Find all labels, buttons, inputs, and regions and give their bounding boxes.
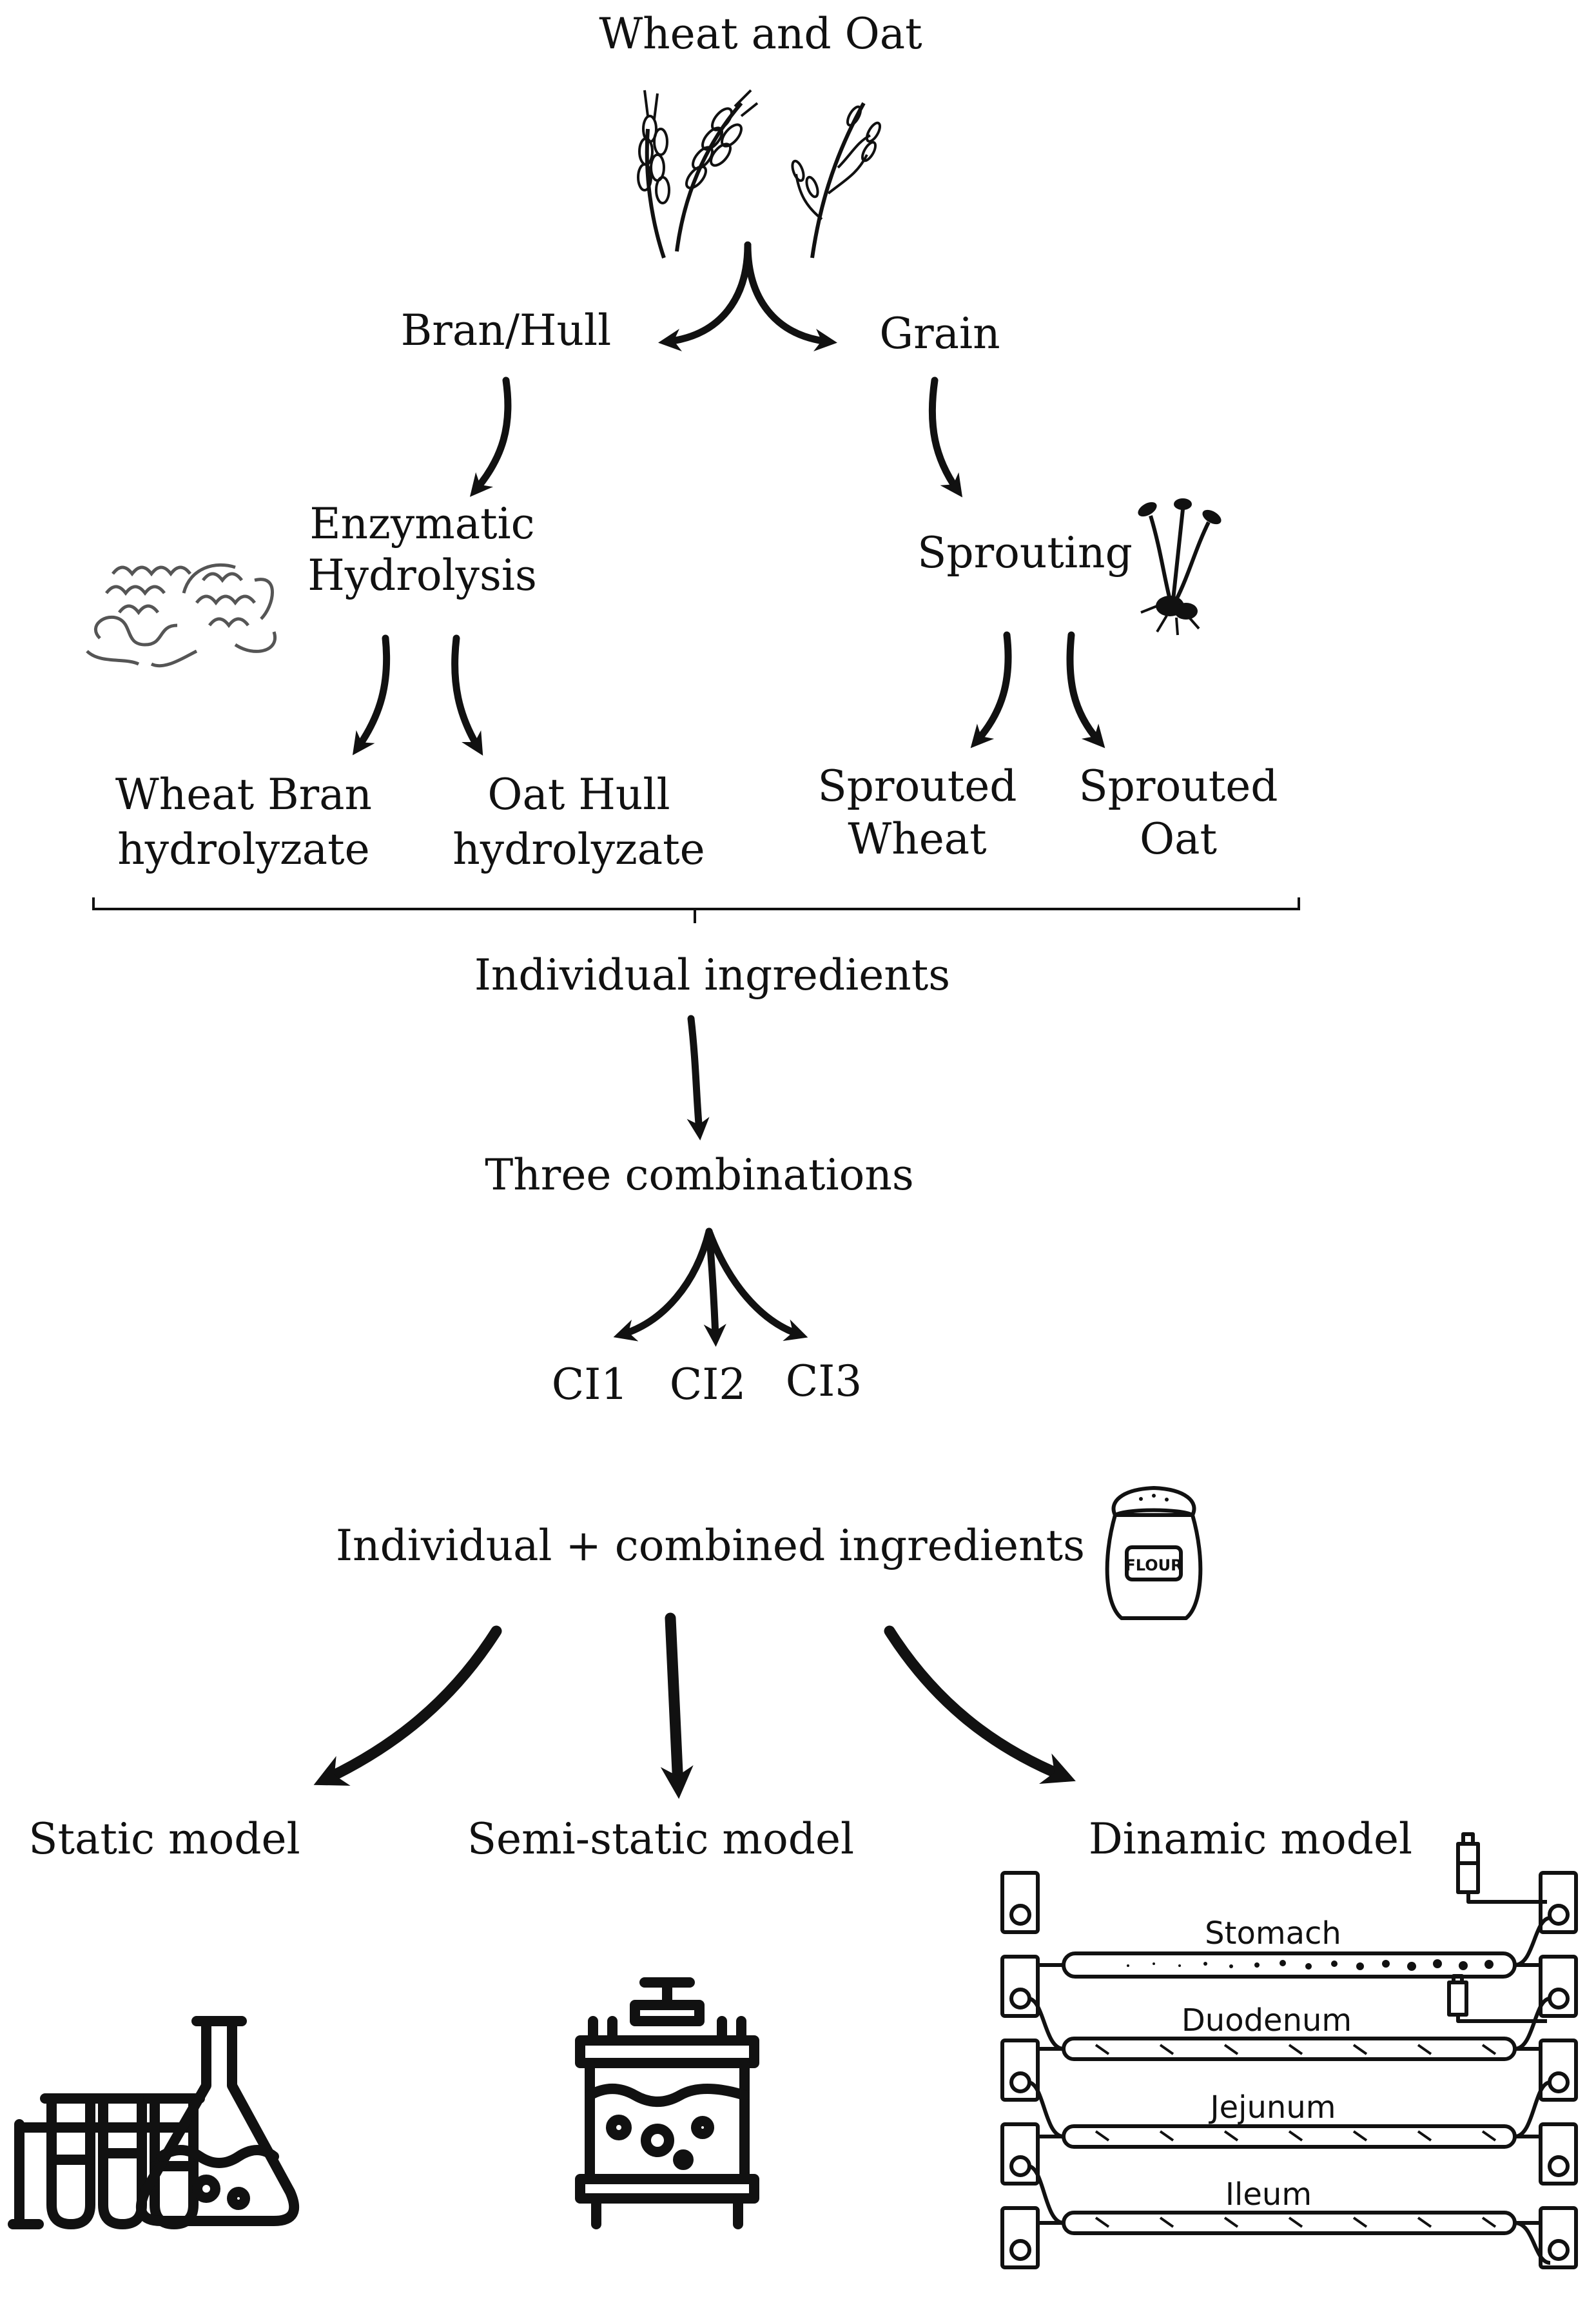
hydrolysis-label: Hydrolysis — [307, 551, 537, 600]
individual-ingredients-label: Individual ingredients — [474, 950, 950, 1000]
test-tubes-flask-icon — [8, 2016, 300, 2229]
arrow-grain-to-sprouting — [928, 377, 963, 498]
sprout-icon — [1138, 498, 1221, 636]
oat-icon — [791, 102, 882, 259]
arrow-to-oat-hull — [451, 634, 483, 756]
static-model-label: Static model — [28, 1814, 300, 1864]
arrow-to-ci2 — [703, 1227, 726, 1347]
bioreactor-icon — [575, 1977, 759, 2229]
ci3-label: CI3 — [786, 1356, 862, 1406]
flour-bag-text: FLOUR — [1125, 1556, 1182, 1574]
combined-ingredients-label: Individual + combined ingredients — [336, 1521, 1085, 1570]
oat-hull-label: Oat Hull — [487, 770, 670, 819]
sprouted-wheat-name-label: Wheat — [848, 814, 986, 864]
grain-label: Grain — [879, 309, 1000, 358]
protein-structure-icon — [86, 563, 277, 668]
sprouted-wheat-label: Sprouted — [817, 761, 1017, 811]
arrow-to-sprouted-oat — [1066, 631, 1105, 748]
stomach-label: Stomach — [1205, 1915, 1341, 1951]
arrow-to-three-combinations — [686, 1015, 710, 1141]
arrow-to-ci1 — [613, 1227, 713, 1342]
arrow-to-sprouted-wheat — [970, 631, 1012, 748]
wheat-bran-label: Wheat Bran — [115, 770, 372, 819]
arrow-to-semi-static-model — [660, 1612, 694, 1799]
semi-static-model-label: Semi-static model — [467, 1814, 854, 1864]
duodenum-label: Duodenum — [1182, 2002, 1352, 2039]
grouping-bracket — [92, 897, 1300, 923]
arrow-to-ci3 — [705, 1227, 808, 1342]
arrow-to-dynamic-model — [884, 1625, 1076, 1785]
ci2-label: CI2 — [670, 1360, 746, 1409]
three-combinations-label: Three combinations — [485, 1150, 913, 1200]
enzymatic-label: Enzymatic — [309, 499, 534, 549]
ileum-label: Ileum — [1225, 2176, 1312, 2213]
split-arrow-right — [744, 241, 837, 351]
sprouted-oat-label: Sprouted — [1078, 761, 1278, 811]
flour-bag-icon: FLOUR — [1105, 1486, 1203, 1620]
ci1-label: CI1 — [552, 1360, 628, 1409]
wheat-icon — [637, 89, 759, 259]
sprouting-label: Sprouting — [917, 528, 1133, 578]
sprouted-oat-name-label: Oat — [1140, 814, 1217, 864]
arrow-to-wheat-bran — [352, 634, 391, 756]
dynamic-model-label: Dinamic model — [1089, 1814, 1412, 1864]
dynamic-digestion-model-icon: Stomach Duodenum Jejunum Ileum — [1000, 1832, 1578, 2269]
title-label: Wheat and Oat — [599, 9, 922, 59]
split-arrow-left — [658, 241, 752, 351]
arrow-bran-to-enzymatic — [469, 377, 512, 497]
bran-hull-label: Bran/Hull — [401, 306, 611, 355]
jejunum-label: Jejunum — [1208, 2089, 1336, 2126]
wheat-bran-hydrolyzate-label: hydrolyzate — [117, 825, 369, 874]
oat-hull-hydrolyzate-label: hydrolyzate — [453, 825, 705, 874]
arrow-to-static-model — [313, 1625, 502, 1786]
